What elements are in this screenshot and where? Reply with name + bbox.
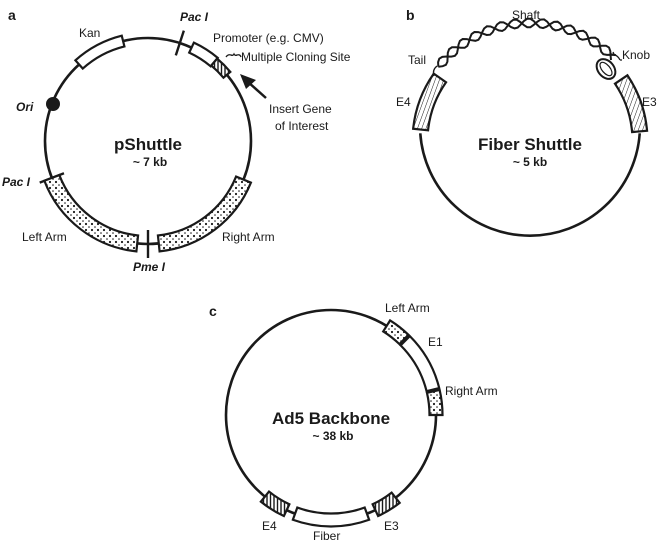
panel-b: b Shaft Tail Knob E4 E3 Fiber Shuttle ~ … <box>396 7 657 237</box>
pshuttle-size: ~ 7 kb <box>133 155 167 169</box>
insert-gene-label-line1: Insert Gene <box>269 102 332 116</box>
e3-label: E3 <box>642 95 657 109</box>
fiber-shuttle-title: Fiber Shuttle <box>478 135 582 154</box>
fiber-shuttle-circle <box>418 133 642 237</box>
kan-gene-box <box>73 34 126 71</box>
panel-b-letter: b <box>406 7 415 23</box>
c-e4-region-box <box>259 490 291 518</box>
fiber-knob-icon <box>595 58 617 80</box>
promoter-label: Promoter (e.g. CMV) <box>213 31 324 45</box>
left-arm-label: Left Arm <box>22 230 67 244</box>
mcs-label: Multiple Cloning Site <box>241 50 351 64</box>
c-left-arm-label: Left Arm <box>385 301 430 315</box>
e3-region-box <box>613 73 649 134</box>
knob-label: Knob <box>622 48 650 62</box>
c-left-arm-box <box>381 318 411 346</box>
insert-gene-label-line2: of Interest <box>275 119 329 133</box>
pme-label: Pme I <box>133 260 166 274</box>
panel-a-letter: a <box>8 7 16 23</box>
e4-region-box <box>411 72 448 132</box>
ad5-backbone-size: ~ 38 kb <box>312 429 353 443</box>
fiber-shuttle-size: ~ 5 kb <box>513 155 547 169</box>
multiple-cloning-site-box <box>209 57 232 80</box>
mcs-bracket <box>225 52 242 58</box>
fiber-knob-inner <box>599 61 613 77</box>
c-e3-region-box <box>371 491 402 518</box>
panel-c: c Left Arm E1 Right Arm E4 Fiber E3 Ad5 … <box>209 301 498 543</box>
fiber-region-box <box>291 506 371 528</box>
tail-label: Tail <box>408 53 426 67</box>
pshuttle-title: pShuttle <box>114 135 182 154</box>
ori-marker-icon <box>46 97 60 111</box>
fiber-label: Fiber <box>313 529 340 543</box>
c-right-arm-box <box>425 388 444 417</box>
panel-a: a Kan Pac I Promoter (e.g. CMV) Multiple… <box>2 7 351 274</box>
shaft-label: Shaft <box>512 8 541 22</box>
ad5-backbone-title: Ad5 Backbone <box>272 409 390 428</box>
knob-bracket <box>610 51 622 61</box>
ori-label: Ori <box>16 100 34 114</box>
right-arm-label: Right Arm <box>222 230 275 244</box>
kan-label: Kan <box>79 26 100 40</box>
right-arm-box <box>156 175 253 253</box>
insert-arrow-shaft <box>247 81 267 99</box>
c-right-arm-label: Right Arm <box>445 384 498 398</box>
insert-arrow-icon <box>240 74 256 89</box>
e4-label: E4 <box>396 95 411 109</box>
pac-i-top-site <box>174 30 185 56</box>
pac-left-label: Pac I <box>2 175 31 189</box>
c-e4-label: E4 <box>262 519 277 533</box>
left-arm-box <box>42 173 140 253</box>
e1-region-box <box>399 334 441 393</box>
e1-label: E1 <box>428 335 443 349</box>
panel-c-letter: c <box>209 303 217 319</box>
c-e3-label: E3 <box>384 519 399 533</box>
fiber-shaft-strands <box>437 17 616 68</box>
pac-top-label: Pac I <box>180 10 209 24</box>
tail-bracket <box>432 65 438 77</box>
